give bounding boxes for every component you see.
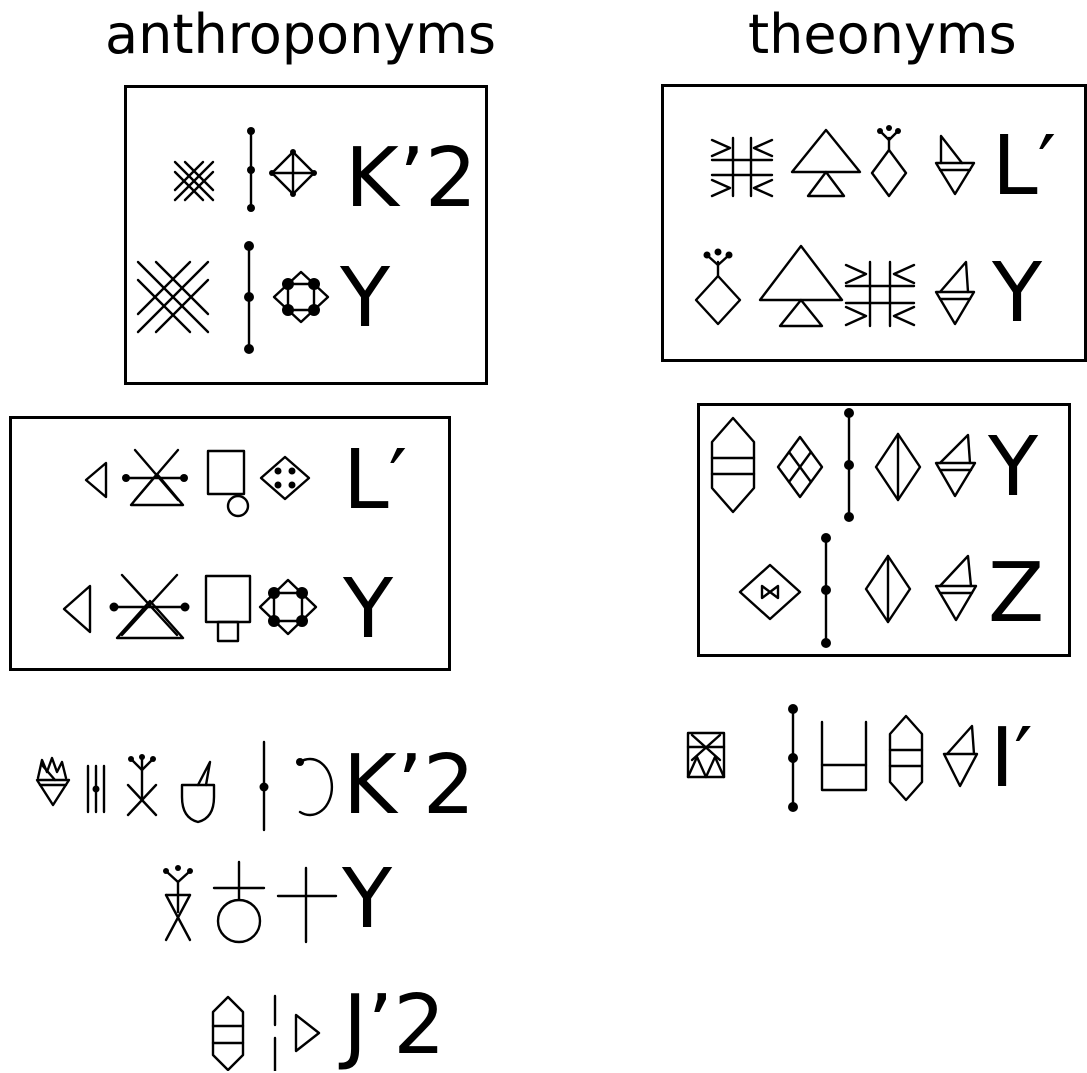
triangle-left-sign — [84, 461, 108, 499]
pennant-triangle-sign — [934, 433, 977, 498]
star-triangle-sign — [109, 573, 190, 640]
cross-sign — [276, 866, 338, 944]
quatrefoil-dot-sign — [272, 270, 330, 324]
word-divider — [844, 408, 854, 522]
sign-label: L′ — [992, 119, 1057, 214]
sign-label: K’2 — [345, 131, 478, 226]
quatrefoil-dot-sign — [258, 578, 318, 636]
rhombus-four-dots-sign — [259, 455, 311, 501]
open-box-sign — [820, 720, 868, 792]
triangle-stack-sign — [758, 244, 844, 328]
triangle-right-sign — [294, 1013, 321, 1053]
rhombus-cross-sign — [269, 149, 317, 197]
sign-label: J’2 — [343, 978, 446, 1073]
sprouting-cross-sign — [126, 754, 158, 817]
sign-label: L′ — [343, 433, 408, 528]
triangle-stack-sign — [790, 128, 862, 198]
anthroponym-group-1-frame — [124, 85, 488, 385]
theonym-group-2-frame — [697, 403, 1071, 657]
theonym-group-1-frame — [661, 84, 1087, 362]
theonyms-heading: theonyms — [748, 3, 1017, 66]
word-divider — [247, 127, 255, 212]
word-divider — [244, 241, 254, 354]
pennant-triangle-sign — [942, 724, 979, 788]
pennant-triangle-sign — [934, 554, 978, 622]
sprouting-rhombus-sign — [694, 248, 742, 326]
sign-label: Y — [343, 562, 394, 657]
hexagonal-vessel-sign — [710, 416, 756, 514]
word-divider — [788, 704, 798, 812]
bowtie-rhombus-sign — [738, 563, 802, 621]
sign-label: I′ — [990, 711, 1033, 806]
split-rhombus-sign — [874, 432, 922, 502]
sign-label: Y — [988, 420, 1039, 515]
double-cross-triangles-sign — [710, 136, 774, 198]
hexagonal-vessel-sign — [211, 995, 245, 1071]
triple-stroke-sign — [86, 764, 106, 814]
anthroponyms-heading: anthroponyms — [105, 3, 496, 66]
double-cross-triangles-sign — [844, 260, 916, 328]
sign-label: Y — [342, 852, 393, 947]
boat-flame-sign — [35, 756, 71, 807]
circle-cross-sign — [212, 860, 266, 944]
hexagonal-vessel-sign — [888, 714, 924, 802]
sign-label: Z — [988, 546, 1045, 641]
triangle-left-sign — [62, 584, 92, 634]
split-rhombus-sign — [864, 554, 912, 624]
pennant-triangle-sign — [934, 134, 976, 196]
sprouting-rhombus-sign — [163, 865, 193, 942]
hatch-sign — [173, 160, 215, 202]
framed-chevron-sign — [686, 731, 726, 779]
sprouting-rhombus-sign — [870, 125, 908, 198]
hatch-sign — [136, 260, 210, 334]
sign-label: Y — [992, 246, 1043, 341]
pennant-triangle-sign — [934, 260, 976, 326]
square-circle-sign — [206, 449, 250, 518]
square-stand-sign — [204, 574, 252, 643]
word-divider — [821, 533, 831, 648]
rhombus-lattice-sign — [776, 435, 824, 499]
sign-label: K’2 — [343, 738, 476, 833]
anthroponym-group-2-frame — [9, 416, 451, 671]
sign-label: Y — [340, 251, 391, 346]
star-triangle-sign — [122, 448, 188, 507]
word-divider — [259, 740, 269, 832]
shield-flag-sign — [180, 760, 216, 824]
crescent-sign — [296, 757, 334, 817]
